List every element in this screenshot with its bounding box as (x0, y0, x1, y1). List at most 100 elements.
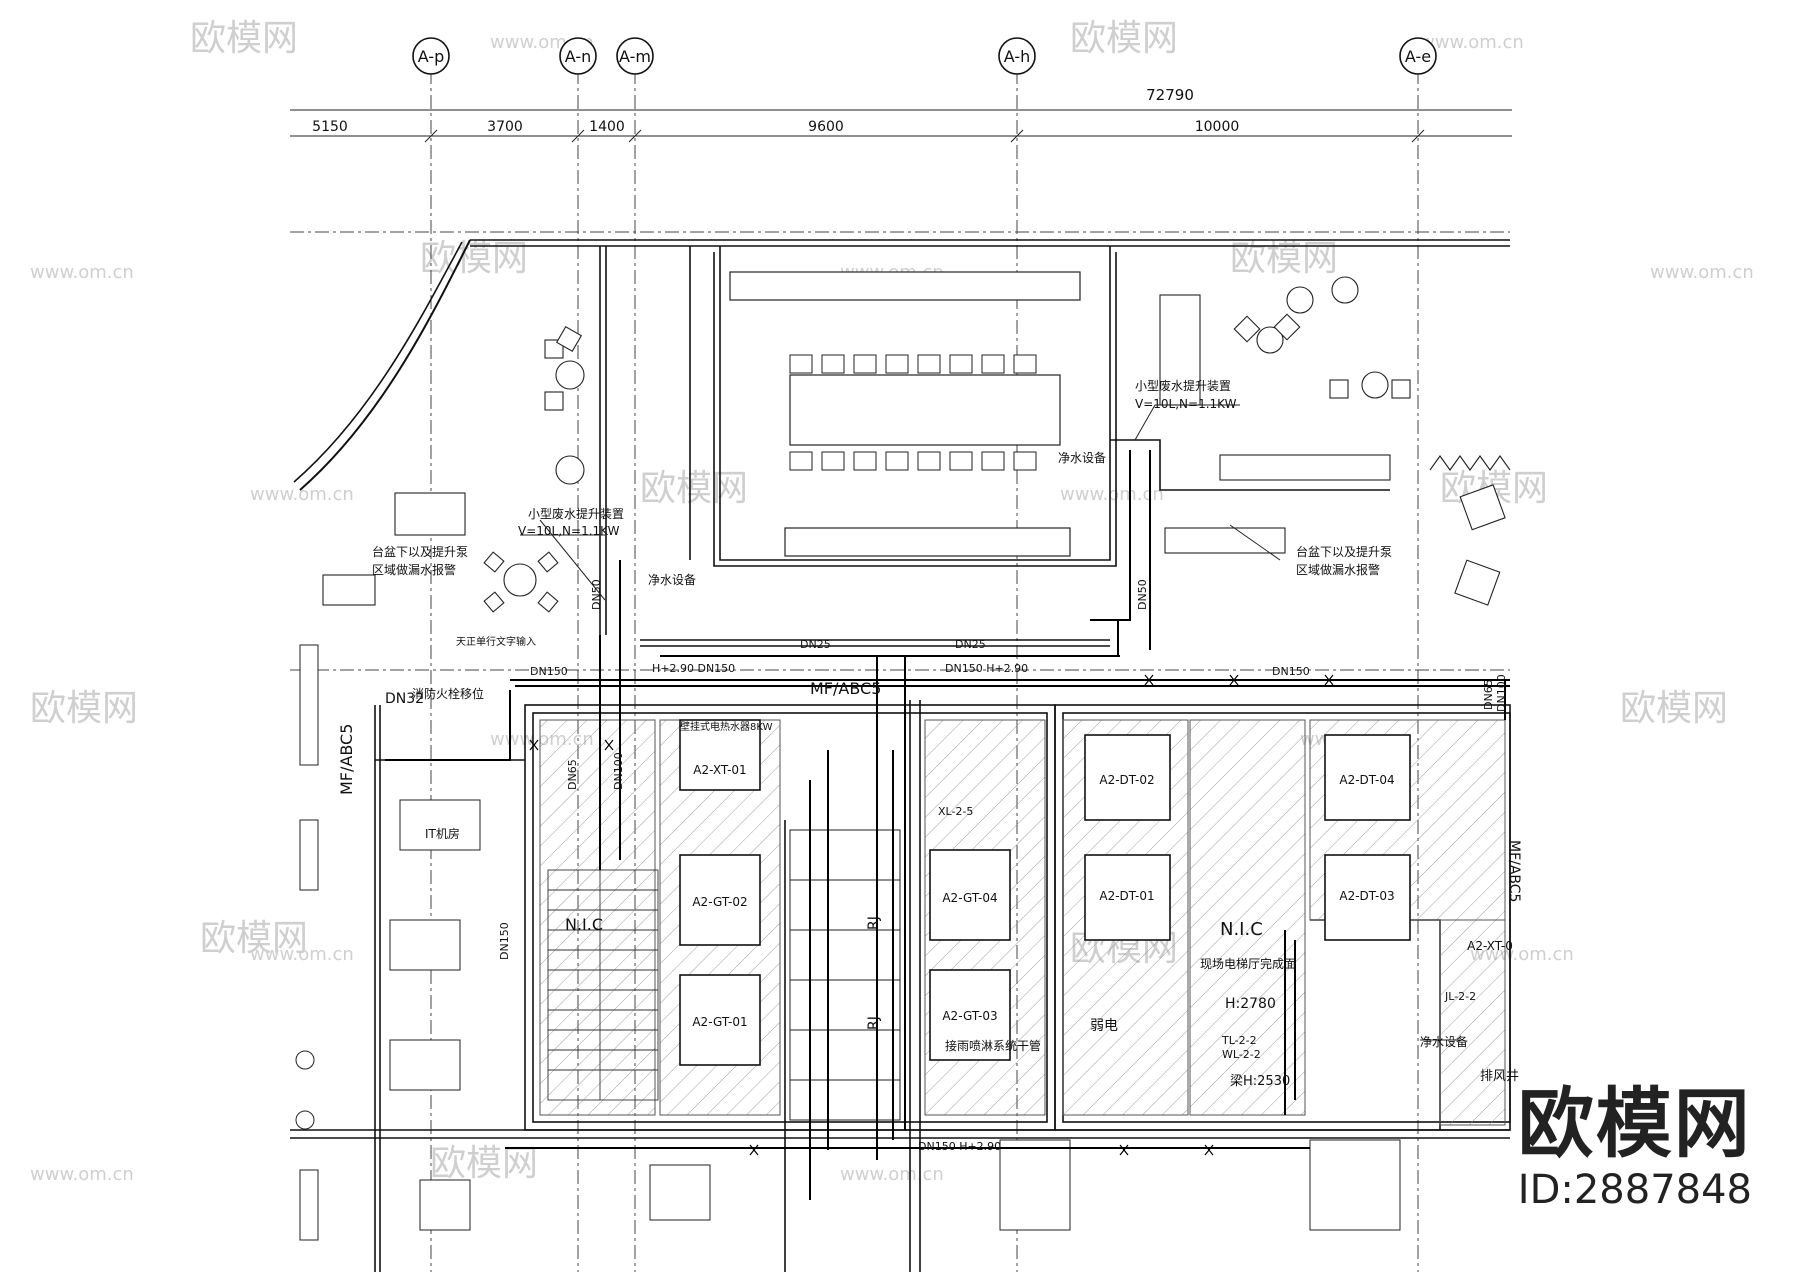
chair (821, 451, 845, 471)
note-text-input: 天正单行文字输入 (456, 635, 536, 648)
pipe-label: DN25 (955, 638, 986, 651)
note-leak-left-2: 区域做漏水报警 (372, 562, 456, 577)
brand-badge: 欧模网 ID:2887848 (1518, 1082, 1752, 1214)
axis-bubbles: A-p A-n A-m A-h A-e (412, 37, 1437, 75)
note-nic: N.I.C (565, 915, 603, 934)
axis-bubble-a-n: A-n (559, 37, 597, 75)
watermark-logo: 欧模网 (1620, 688, 1728, 729)
note-pump-right-spec: V=10L,N=1.1KW (1135, 397, 1237, 411)
watermark-logo: 欧模网 (1070, 18, 1178, 59)
watermark-url: www.om.cn (250, 484, 354, 505)
watermark-logo: 欧模网 (190, 18, 298, 59)
axis-label: A-h (1004, 47, 1031, 66)
pipe-label: DN65 (1482, 679, 1495, 710)
watermark-url: www.om.cn (30, 262, 134, 283)
lounge-left (322, 325, 585, 613)
watermark-url: www.om.cn (30, 1164, 134, 1185)
pipe-label: H+2.90 DN150 (652, 662, 735, 675)
axis-bubble-a-m: A-m (616, 37, 654, 75)
room-label: A2-XT-0 (1467, 939, 1513, 953)
dimension-segment: 5150 (312, 119, 348, 135)
brand-logo: 欧模网 (1517, 1079, 1752, 1168)
pipe-label: DN150 (498, 922, 511, 960)
axis-label: A-p (418, 47, 445, 66)
note-extinguisher: MF/ABC5 (810, 679, 881, 698)
leader-lines (520, 404, 1460, 1041)
dimension-lines (290, 109, 1512, 143)
note-leak-right: 台盆下以及提升泵 (1296, 544, 1392, 559)
pipe-label: DN150 (530, 665, 568, 678)
note-height: H:2780 (1225, 996, 1276, 1012)
pipes (385, 450, 1510, 1200)
pipe-label: DN150 (1272, 665, 1310, 678)
watermark-url: www.om.cn (250, 944, 354, 965)
axis-label: A-e (1405, 47, 1431, 66)
pipe-label: DN50 (1136, 579, 1149, 610)
pipe-label: DN100 (612, 752, 625, 790)
pipe-crossmarks (529, 674, 1334, 1156)
dimension-segment: 9600 (808, 119, 844, 135)
note-pump-left-spec: V=10L,N=1.1KW (518, 524, 620, 538)
annotations: 小型废水提升装置 V=10L,N=1.1KW 小型废水提升装置 V=10L,N=… (372, 378, 1519, 1153)
note-exhaust: 排风井 (1480, 1069, 1519, 1084)
pipe-label: DN150 H+2.90 (945, 662, 1028, 675)
rotated-annotations: MF/ABC5 MF/ABC5 RJ RJ DN50 DN50 DN65 DN6… (337, 579, 1522, 1030)
note-pump-left: 小型废水提升装置 (528, 506, 624, 521)
note-nic: N.I.C (1220, 919, 1263, 940)
dimension-segment: 10000 (1195, 119, 1240, 135)
pipe-label: JL-2-2 (1444, 990, 1476, 1003)
note-it-room: IT机房 (425, 826, 460, 841)
chair (789, 354, 813, 374)
office-desks (295, 644, 481, 1241)
note-water-equipment: 净水设备 (648, 573, 696, 587)
chair (1013, 354, 1037, 374)
brand-id: ID:2887848 (1517, 1167, 1752, 1213)
dimension-segment: 3700 (487, 119, 523, 135)
note-leak-right-2: 区域做漏水报警 (1296, 562, 1380, 577)
pipe-label: TL-2-2 (1221, 1034, 1257, 1047)
room-label: A2-DT-01 (1099, 889, 1154, 903)
room-label: A2-GT-02 (692, 895, 747, 909)
watermark-url: www.om.cn (840, 1164, 944, 1185)
pipe-label: DN25 (800, 638, 831, 651)
chair (949, 354, 973, 374)
watermark-url: www.om.cn (1420, 32, 1524, 53)
room-label: A2-DT-03 (1339, 889, 1394, 903)
note-fire-hydrant: 消防火栓移位 (412, 686, 484, 701)
elevator-shafts (679, 719, 1411, 1066)
axis-bubble-a-e: A-e (1399, 37, 1437, 75)
dimension-segment: 1400 (589, 119, 625, 135)
room-label: A2-XT-01 (693, 763, 746, 777)
room-label: A2-GT-01 (692, 1015, 747, 1029)
chair (821, 354, 845, 374)
chair (885, 354, 909, 374)
chair (853, 451, 877, 471)
pipe-label: WL-2-2 (1222, 1048, 1261, 1061)
chair (1013, 451, 1037, 471)
pipe-label: XL-2-5 (938, 805, 973, 818)
staircase (547, 869, 659, 1101)
chair (853, 354, 877, 374)
chair (981, 354, 1005, 374)
chair (949, 451, 973, 471)
conference-table (729, 271, 1081, 557)
pipe-label: DN100 (1495, 674, 1508, 712)
room-label: A2-DT-02 (1099, 773, 1154, 787)
room-label: A2-DT-04 (1339, 773, 1394, 787)
room-label: A2-GT-04 (942, 891, 997, 905)
axis-bubble-a-p: A-p (412, 37, 450, 75)
axis-label: A-m (619, 47, 651, 66)
conference-chairs (789, 354, 1037, 471)
room-label: A2-GT-03 (942, 1009, 997, 1023)
note-beam: 梁H:2530 (1230, 1074, 1290, 1089)
elevator-labels: A2-XT-01 A2-GT-02 A2-GT-01 A2-GT-04 A2-G… (692, 763, 1513, 1029)
chair (917, 354, 941, 374)
pipe-label: DN150 H+2.90 (918, 1140, 1001, 1153)
pipe-label: DN32 (385, 691, 424, 707)
chair (789, 451, 813, 471)
chair (885, 451, 909, 471)
pipe-label: RJ (866, 1016, 882, 1030)
watermark-url: www.om.cn (1060, 484, 1164, 505)
note-pump-right: 小型废水提升装置 (1135, 378, 1231, 393)
